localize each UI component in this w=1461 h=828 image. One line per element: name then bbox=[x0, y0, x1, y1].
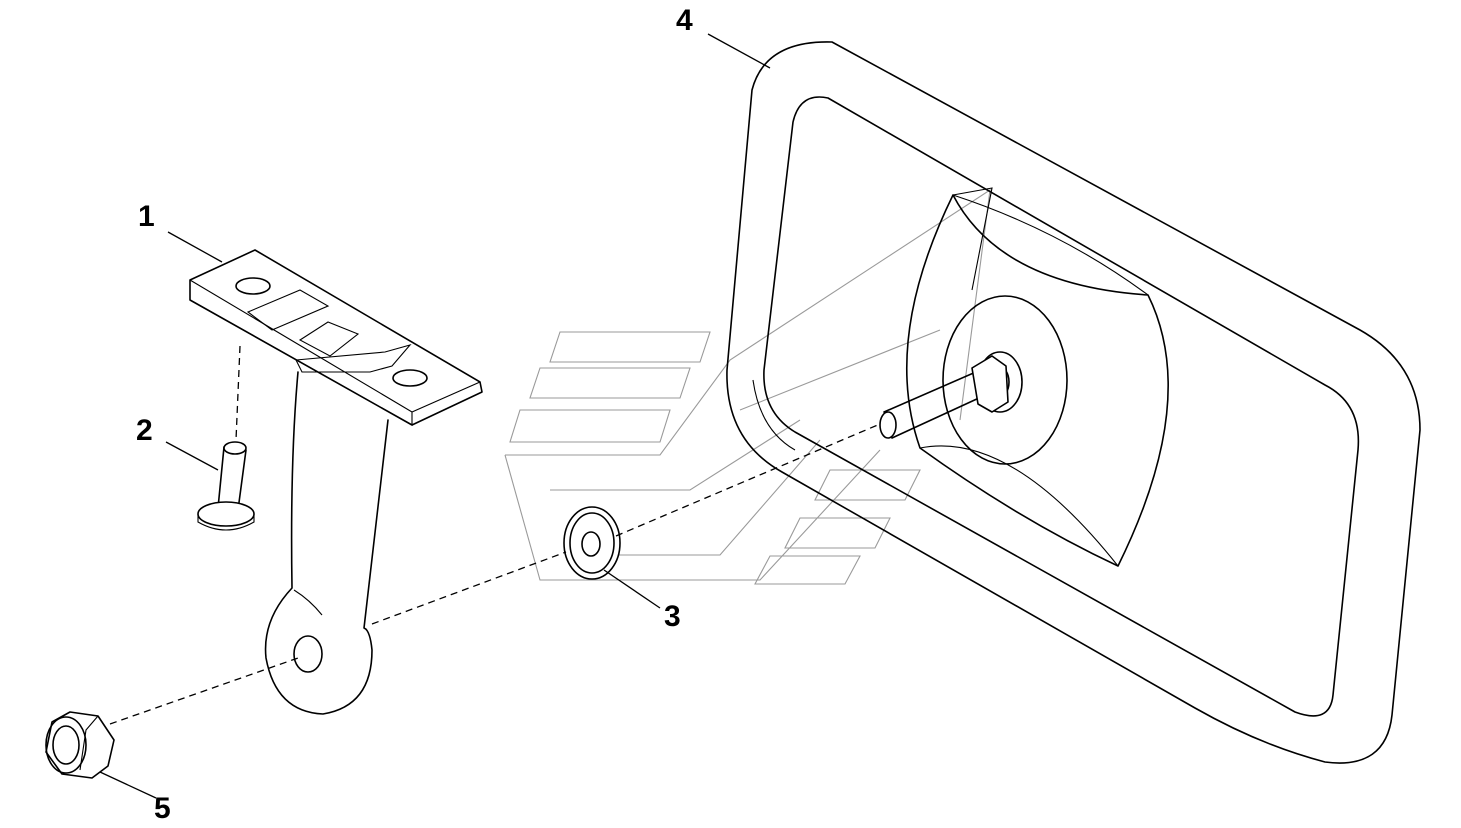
callout-1: 1 bbox=[138, 200, 155, 233]
callout-5: 5 bbox=[154, 792, 171, 825]
mirror-housing-rim bbox=[752, 379, 796, 451]
nut-face bbox=[45, 716, 87, 774]
mirror-mount-housing bbox=[905, 194, 1169, 567]
bracket-hole-lower bbox=[293, 635, 323, 673]
bolt-head bbox=[197, 501, 255, 527]
bolt-part bbox=[197, 441, 255, 531]
leader-lines bbox=[99, 33, 771, 799]
stud-end-icon bbox=[879, 411, 897, 439]
bracket-hole-top-right bbox=[392, 369, 428, 387]
assembly-axis-lines bbox=[109, 345, 881, 725]
bolt-shank bbox=[217, 446, 247, 511]
washer-hole bbox=[581, 531, 601, 557]
washer-part bbox=[563, 506, 621, 580]
bracket-plate bbox=[189, 249, 483, 426]
bracket-arm bbox=[264, 371, 389, 715]
callout-2: 2 bbox=[136, 414, 153, 447]
callout-3: 3 bbox=[664, 600, 681, 633]
bracket-hole-top-left bbox=[235, 277, 271, 295]
watermark-logo bbox=[504, 188, 991, 585]
mirror-frame-outer bbox=[726, 41, 1421, 764]
nut-body bbox=[45, 711, 115, 779]
stud-nut bbox=[971, 355, 1009, 413]
mirror-boss bbox=[942, 295, 1068, 465]
bracket-part bbox=[189, 249, 483, 715]
callout-4: 4 bbox=[676, 4, 693, 37]
nut-part bbox=[45, 711, 115, 779]
bracket-emboss bbox=[246, 289, 330, 331]
mirror-frame-inner bbox=[763, 96, 1360, 717]
washer-outer bbox=[563, 506, 621, 580]
mirror-part bbox=[726, 41, 1421, 764]
